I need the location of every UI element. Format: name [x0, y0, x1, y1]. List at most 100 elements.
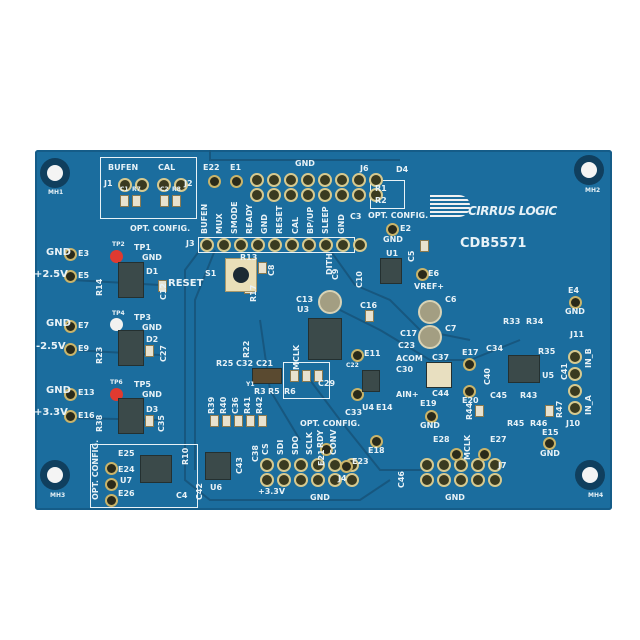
- mounting-hole-mh4: [575, 460, 605, 490]
- label: R38: [95, 414, 104, 432]
- label: R13: [240, 253, 258, 262]
- reset-button-s1[interactable]: [225, 258, 257, 292]
- pin-label: MUX: [215, 213, 224, 234]
- pad-e18[interactable]: [370, 435, 383, 448]
- pad-e28[interactable]: [450, 448, 463, 461]
- label: S1: [205, 269, 217, 278]
- header-j7-row2[interactable]: [420, 473, 502, 487]
- smd-c5: [420, 240, 429, 252]
- label: C3: [350, 212, 362, 221]
- pin-label: BUFEN: [200, 203, 209, 234]
- pad-e21[interactable]: [320, 443, 333, 456]
- label: C38: [251, 444, 260, 462]
- header-j4-row2[interactable]: [260, 473, 359, 487]
- pad-e14-ainp[interactable]: [351, 388, 364, 401]
- pad-e4[interactable]: [569, 296, 582, 309]
- pad-e6[interactable]: [416, 268, 429, 281]
- pad-e1[interactable]: [230, 175, 243, 188]
- label: R10: [181, 447, 190, 465]
- label: MH4: [588, 492, 604, 499]
- pin-label: SCLK: [305, 432, 314, 455]
- pad-e20[interactable]: [463, 385, 476, 398]
- label: E5: [78, 271, 90, 280]
- pin-label: SLEEP: [321, 206, 330, 234]
- jumper-j2[interactable]: [157, 178, 188, 192]
- pin-label: RESET: [275, 205, 284, 234]
- label: R41: [243, 396, 252, 414]
- label: TP1: [134, 243, 151, 252]
- pad-e22[interactable]: [208, 175, 221, 188]
- pad-e3[interactable]: [64, 248, 77, 261]
- pad-e24[interactable]: [105, 478, 118, 491]
- pad-e16[interactable]: [64, 410, 77, 423]
- test-point-tp4-white[interactable]: [110, 318, 123, 331]
- smd-r41: [246, 415, 255, 427]
- label: R14: [95, 278, 104, 296]
- label: C10: [355, 270, 364, 288]
- label: R7: [132, 186, 141, 193]
- label: -2.5V: [36, 341, 66, 352]
- label: IN_A: [584, 395, 593, 415]
- pad-e26[interactable]: [105, 494, 118, 507]
- label: C21: [256, 359, 274, 368]
- label: C46: [397, 470, 406, 488]
- header-j11-j10[interactable]: [568, 350, 582, 415]
- mounting-hole-mh1: [40, 158, 70, 188]
- label: E18: [368, 446, 385, 455]
- pad-e7[interactable]: [64, 320, 77, 333]
- label: GND: [142, 253, 162, 262]
- label: J6: [360, 164, 369, 173]
- pad-e19[interactable]: [425, 410, 438, 423]
- label: E28: [433, 435, 450, 444]
- jumper-j1[interactable]: [118, 178, 149, 192]
- label: R1: [375, 184, 387, 193]
- test-point-tp6-red[interactable]: [110, 388, 123, 401]
- label: R2: [375, 196, 387, 205]
- label: E11: [364, 349, 381, 358]
- pad-e11[interactable]: [351, 349, 364, 362]
- header-j6-row1[interactable]: [250, 173, 383, 187]
- label: C32: [236, 359, 254, 368]
- pin-label: GND: [260, 214, 269, 234]
- label: U5: [542, 371, 555, 380]
- pad-e27[interactable]: [478, 448, 491, 461]
- opt-config-box-mid: [283, 362, 330, 399]
- label: CAL: [158, 163, 176, 172]
- pad-e13[interactable]: [64, 388, 77, 401]
- smd-r32: [314, 370, 323, 382]
- label: C7: [445, 324, 457, 333]
- smd-r46: [545, 405, 554, 417]
- pad-e15[interactable]: [543, 437, 556, 450]
- test-point-tp2-red[interactable]: [110, 250, 123, 263]
- header-j6-row2[interactable]: [250, 188, 383, 202]
- label: E19: [420, 399, 437, 408]
- header-j3[interactable]: [200, 238, 367, 252]
- pad-e2[interactable]: [386, 223, 399, 236]
- label: Y1: [246, 381, 255, 388]
- label: C37: [432, 353, 450, 362]
- label: TP5: [134, 380, 151, 389]
- label: C41: [560, 362, 569, 380]
- chip-u3: [308, 318, 342, 360]
- label: C29: [318, 379, 336, 388]
- label: D4: [396, 165, 409, 174]
- label: C34: [486, 344, 504, 353]
- chip-u4: [362, 370, 380, 392]
- header-j7-row1[interactable]: [420, 458, 502, 472]
- chip-u6: [205, 452, 231, 480]
- pad-e17[interactable]: [463, 358, 476, 371]
- pad-e9[interactable]: [64, 343, 77, 356]
- label: BUFEN: [108, 163, 139, 172]
- pad-e25[interactable]: [105, 462, 118, 475]
- label: D3: [146, 405, 159, 414]
- pad-e23[interactable]: [340, 460, 353, 473]
- board-model: CDB5571: [460, 236, 527, 251]
- chip-u7: [140, 455, 172, 483]
- pad-e5[interactable]: [64, 270, 77, 283]
- label: TP3: [134, 313, 151, 322]
- label: E16: [78, 411, 95, 420]
- label: C16: [360, 301, 378, 310]
- cap-c13: [318, 290, 342, 314]
- label: OPT. CONFIG.: [300, 419, 361, 428]
- label: R39: [207, 396, 216, 414]
